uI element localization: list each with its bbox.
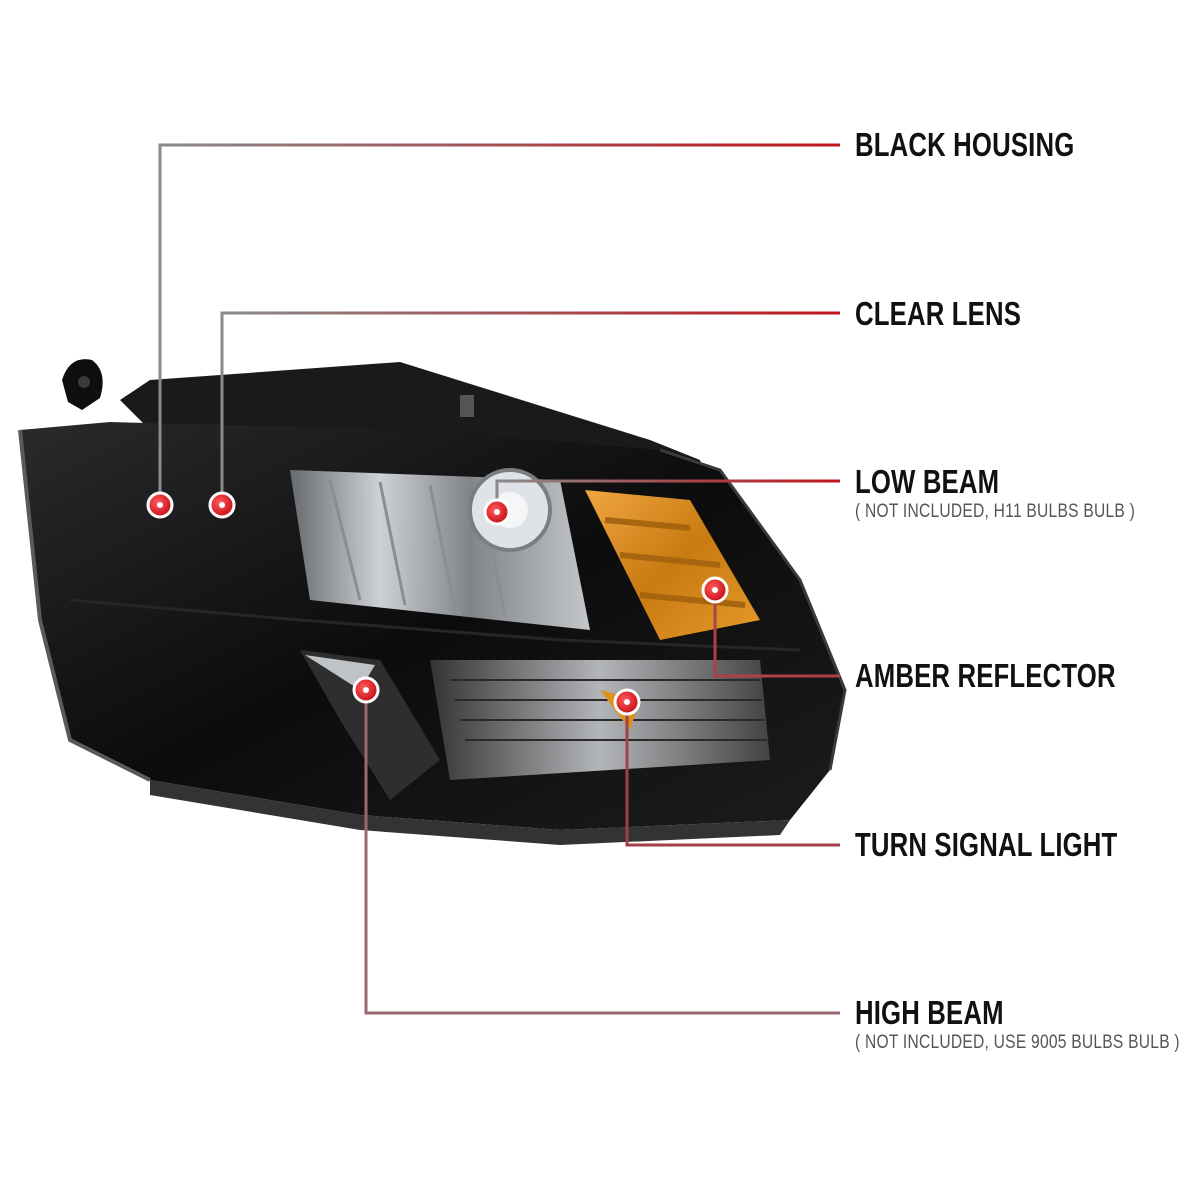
- marker-dot-clear-lens: [208, 491, 236, 519]
- marker-dot-high-beam: [352, 676, 380, 704]
- marker-dot-amber-reflector: [701, 576, 729, 604]
- leader-lines: [158, 143, 840, 1015]
- label-clear-lens: CLEAR LENS: [855, 297, 1068, 330]
- leader-amber-reflector: [713, 590, 840, 678]
- leader-black-housing: [158, 143, 840, 505]
- label-title: TURN SIGNAL LIGHT: [855, 826, 1118, 863]
- leader-clear-lens: [220, 311, 840, 505]
- label-amber-reflector: AMBER REFLECTOR: [855, 659, 1189, 692]
- marker-dot-low-beam: [483, 498, 511, 526]
- marker-dot-black-housing: [146, 491, 174, 519]
- leader-high-beam: [364, 690, 840, 1015]
- label-title: CLEAR LENS: [855, 295, 1022, 332]
- headlight-body: [18, 359, 847, 845]
- label-title: BLACK HOUSING: [855, 126, 1075, 163]
- leader-turn-signal: [625, 702, 840, 847]
- label-subtitle: ( NOT INCLUDED, H11 BULBS BULB ): [855, 501, 1136, 522]
- label-subtitle: ( NOT INCLUDED, USE 9005 BULBS BULB ): [855, 1032, 1180, 1053]
- label-black-housing: BLACK HOUSING: [855, 128, 1136, 161]
- label-title: LOW BEAM: [855, 463, 1000, 500]
- marker-dot-turn-signal: [613, 688, 641, 716]
- label-low-beam: LOW BEAM ( NOT INCLUDED, H11 BULBS BULB …: [855, 465, 1196, 521]
- markers: [146, 491, 729, 716]
- label-turn-signal-light: TURN SIGNAL LIGHT: [855, 828, 1191, 861]
- label-title: AMBER REFLECTOR: [855, 657, 1116, 694]
- label-title: HIGH BEAM: [855, 994, 1004, 1031]
- label-high-beam: HIGH BEAM ( NOT INCLUDED, USE 9005 BULBS…: [855, 996, 1200, 1052]
